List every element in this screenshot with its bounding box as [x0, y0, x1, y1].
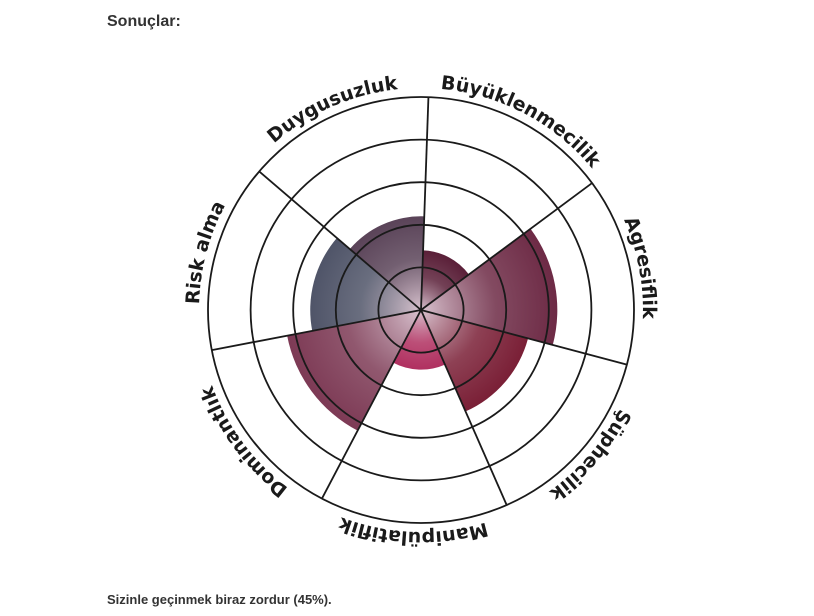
grid-spoke [420, 182, 593, 311]
grid-ring [207, 96, 635, 524]
category-label: Agresiflik [619, 213, 660, 319]
result-summary: Sizinle geçinmek biraz zordur (45%). [107, 592, 332, 607]
grid-spoke [321, 309, 422, 499]
slice-buyuklenmecilik [421, 250, 469, 310]
grid-spoke [420, 97, 430, 311]
slice-manipulatiflik [393, 310, 445, 370]
slice-duygusuzluk [349, 216, 425, 310]
page-title: Sonuçlar: [107, 13, 181, 30]
grid-ring [334, 223, 508, 397]
grid-spoke [258, 170, 422, 311]
grid-spoke [211, 309, 422, 352]
category-label: Şüphecilik [546, 406, 636, 505]
polar-area-chart: BüyüklenmecilikAgresiflikŞüphecilikManip… [182, 72, 660, 549]
grid-spoke [420, 309, 508, 506]
grid-spoke [420, 309, 628, 366]
category-label: Duygusuzluk [263, 72, 399, 147]
slice-suphecilik [421, 310, 529, 412]
grid-ring [249, 138, 593, 482]
grid-ring [292, 181, 550, 439]
slice-agresiflik [421, 228, 558, 345]
grid-ring [377, 266, 465, 354]
slice-dominantlik [287, 310, 421, 431]
category-label: Risk alma [182, 197, 230, 304]
slice-risk-alma [310, 237, 421, 331]
